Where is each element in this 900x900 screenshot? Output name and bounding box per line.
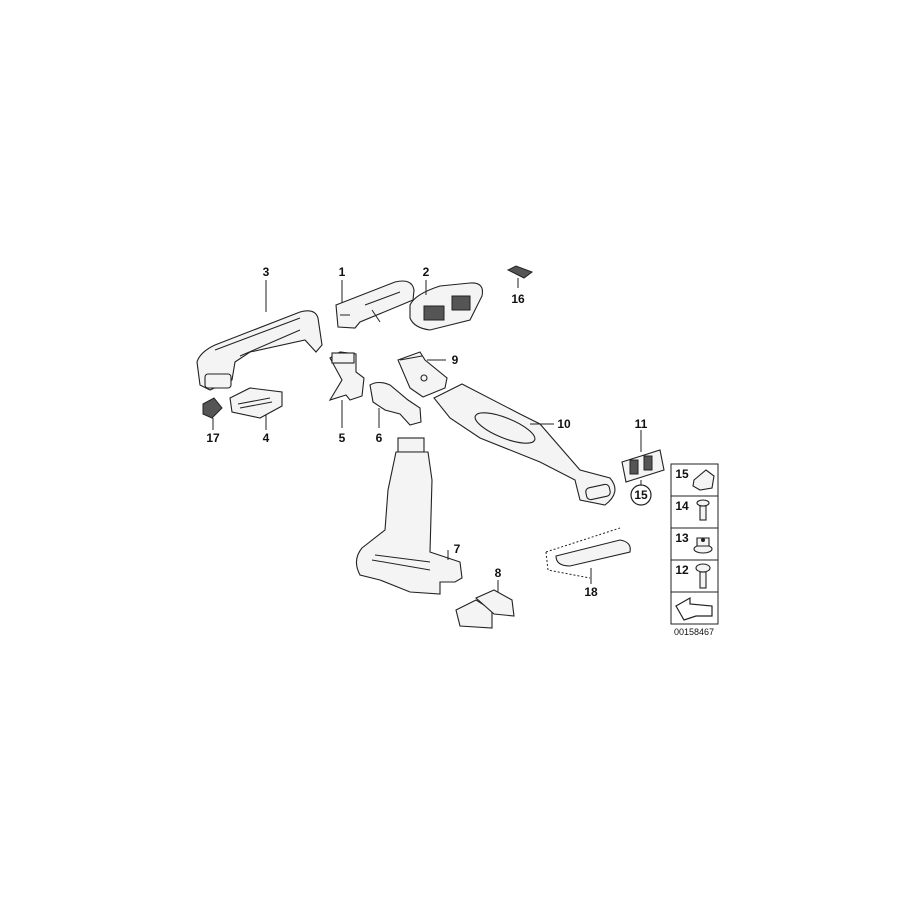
- part-18-outlet[interactable]: [545, 527, 631, 579]
- part-3-duct[interactable]: [196, 310, 323, 391]
- callout-7[interactable]: 7: [454, 542, 461, 556]
- part-9-duct[interactable]: [397, 351, 448, 398]
- part-10-long-duct[interactable]: [433, 383, 616, 506]
- part-11-rear-vent[interactable]: [621, 449, 665, 483]
- hex-nut-icon: [693, 537, 713, 554]
- callout-4[interactable]: 4: [263, 431, 270, 445]
- arrow-icon: [675, 596, 713, 621]
- callout-15-circle: [630, 484, 652, 506]
- part-16-small-grille[interactable]: [506, 265, 534, 279]
- callout-18[interactable]: 18: [584, 585, 598, 599]
- callout-8[interactable]: 8: [495, 566, 502, 580]
- part-17-grille[interactable]: [202, 397, 223, 419]
- callout-2[interactable]: 2: [423, 265, 430, 279]
- part-8-duct-pieces[interactable]: [455, 589, 515, 629]
- legend-label-14: 14: [675, 499, 689, 513]
- part-2-center-vent[interactable]: [409, 282, 484, 331]
- callout-3[interactable]: 3: [263, 265, 270, 279]
- legend-label-15: 15: [675, 467, 689, 481]
- callout-6[interactable]: 6: [376, 431, 383, 445]
- part-7-floor-duct[interactable]: [355, 437, 463, 595]
- pan-head-screw-icon: [695, 563, 711, 589]
- clip-icon: [692, 469, 715, 491]
- callout-17[interactable]: 17: [206, 431, 220, 445]
- callout-9[interactable]: 9: [452, 353, 459, 367]
- legend-label-13: 13: [675, 531, 689, 545]
- part-1-vent-housing[interactable]: [335, 280, 415, 329]
- part-5-elbow[interactable]: [328, 351, 365, 401]
- legend-label-12: 12: [675, 563, 689, 577]
- callout-15[interactable]: 15: [634, 488, 648, 502]
- hardware-legend: 15 14 13 12 00158467: [670, 463, 719, 637]
- callout-16[interactable]: 16: [511, 292, 525, 306]
- part-4-vent[interactable]: [229, 387, 283, 419]
- callout-11[interactable]: 11: [635, 417, 648, 431]
- countersunk-screw-icon: [696, 499, 710, 521]
- diagram-code: 00158467: [674, 627, 714, 637]
- callout-5[interactable]: 5: [339, 431, 346, 445]
- callout-10[interactable]: 10: [557, 417, 571, 431]
- part-6-duct-elbow[interactable]: [369, 381, 422, 426]
- callout-1[interactable]: 1: [339, 265, 346, 279]
